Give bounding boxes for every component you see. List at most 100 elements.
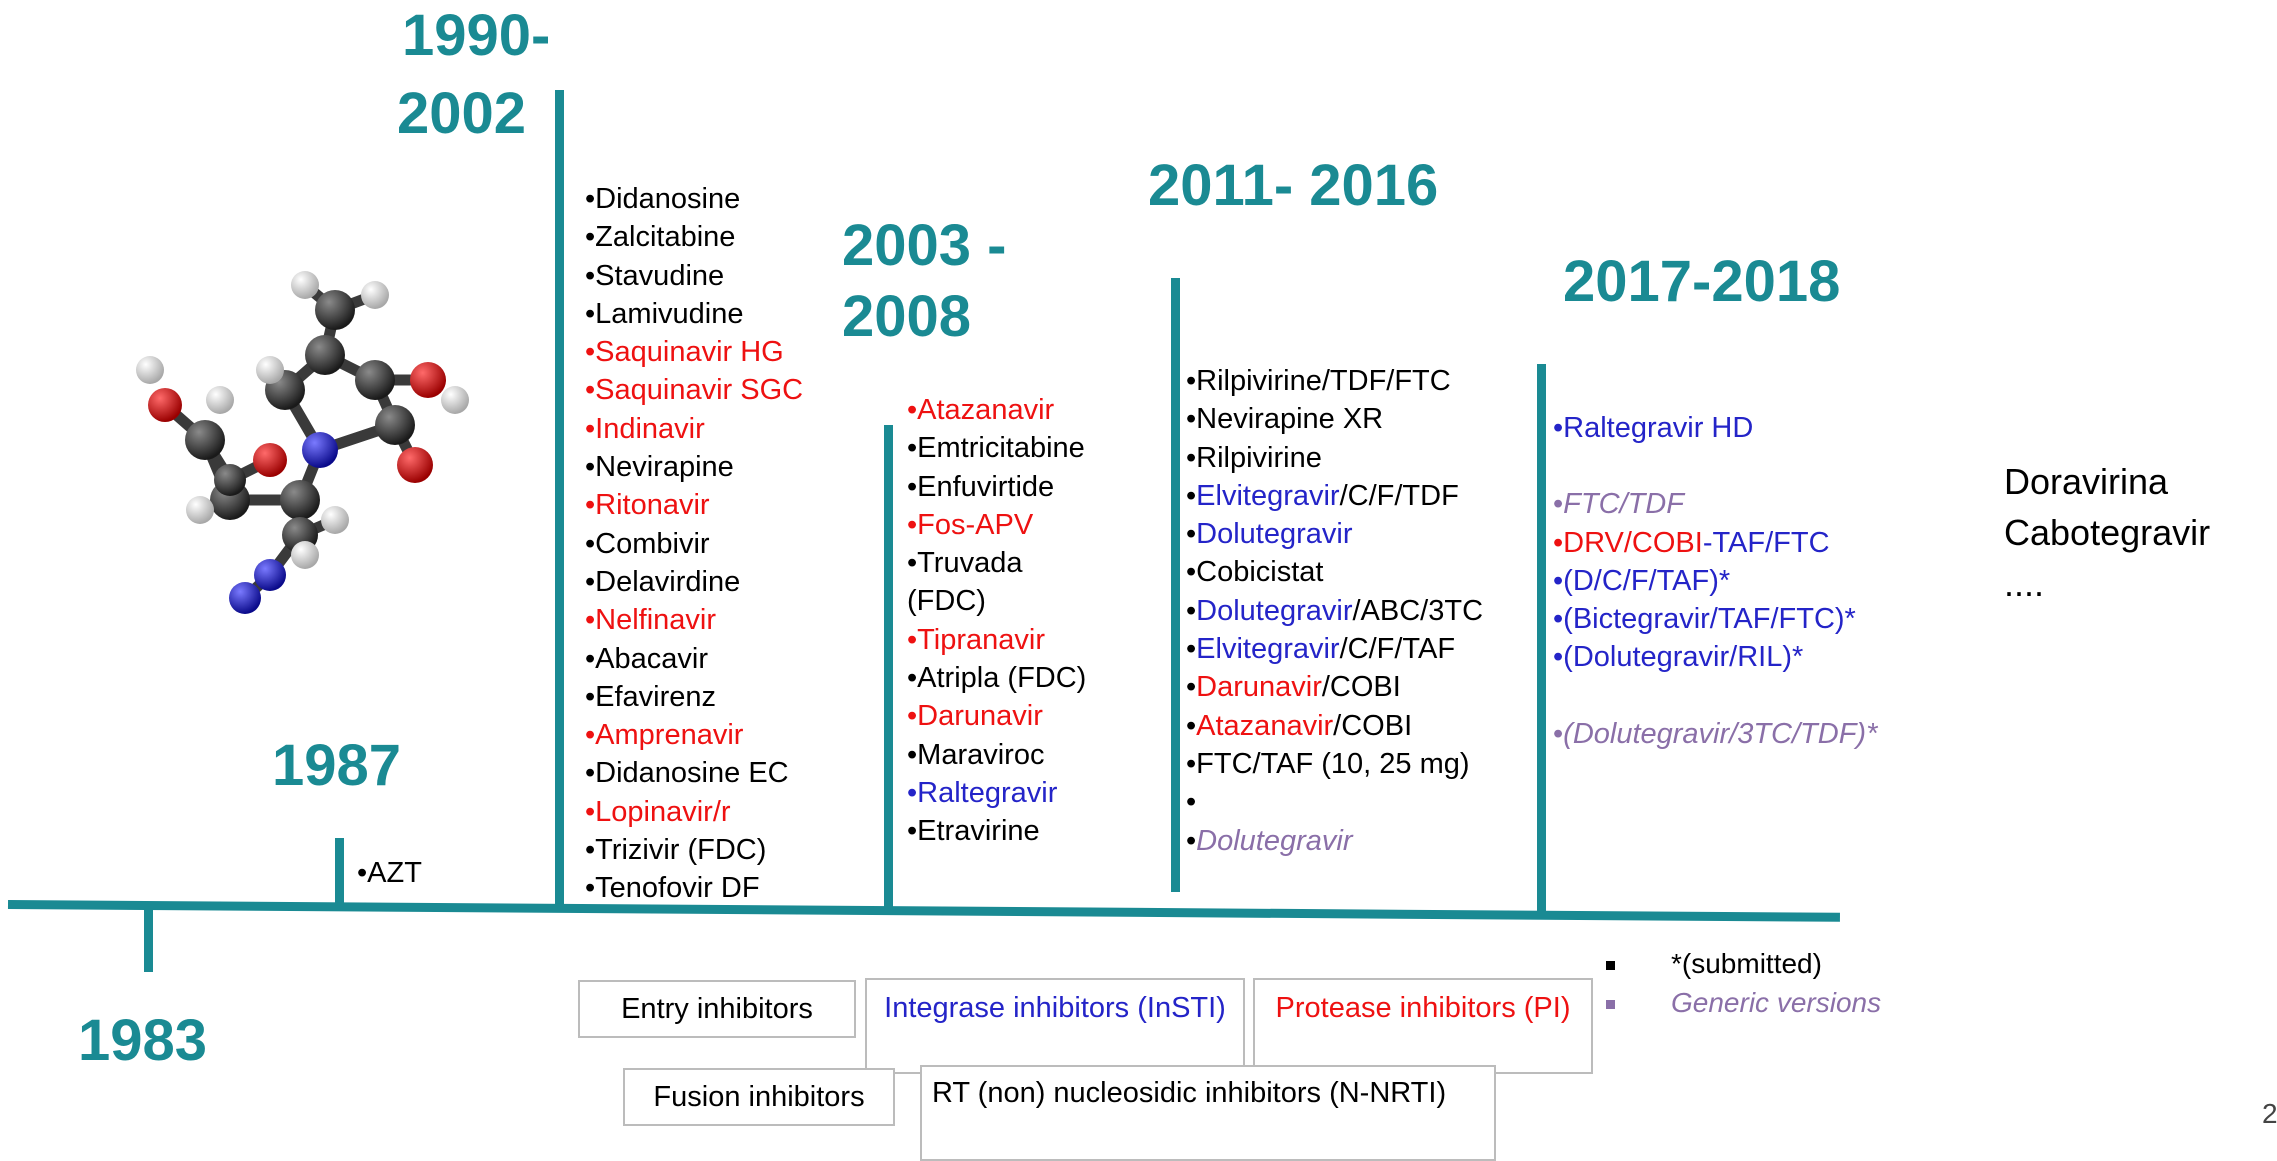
list-1987: AZT: [357, 854, 422, 892]
drug-name-part: Cobicistat: [1196, 556, 1324, 589]
drug-item: FTC/TAF (10, 25 mg): [1186, 745, 1483, 783]
drug-item: •DRV/COBI-TAF/FTC: [1553, 524, 1877, 562]
drug-name-part: Elvitegravir: [1196, 479, 1340, 512]
note-submitted: *(submitted): [1606, 948, 1822, 980]
drug-item: (Dolutegravir/RIL)*: [1553, 638, 1877, 676]
drug-name-part: (Bictegravir/TAF/FTC)*: [1563, 603, 1856, 636]
drug-name-part: /COBI: [1333, 709, 1413, 742]
year-2011: 2011- 2016: [1148, 153, 1439, 218]
drug-item: Didanosine EC: [585, 754, 803, 792]
drug-item: Raltegravir: [907, 774, 1127, 812]
marker-1987: [335, 838, 344, 908]
drug-item: Efavirenz: [585, 678, 803, 716]
drug-item: Lopinavir/r: [585, 793, 803, 831]
note-generic: Generic versions: [1606, 987, 1881, 1019]
drug-name-part: Darunavir: [1196, 671, 1322, 704]
drug-item: Rilpivirine/TDF/FTC: [1186, 362, 1483, 400]
drug-name-part: Rilpivirine: [1196, 441, 1322, 474]
list-2017-2018: Raltegravir HDFTC/TDF•DRV/COBI-TAF/FTC(D…: [1553, 409, 1877, 753]
drug-item: (D/C/F/TAF)*: [1553, 562, 1877, 600]
year-2003-bottom: 2008: [842, 284, 972, 349]
note-generic-marker: [1606, 1000, 1615, 1010]
drug-item: Abacavir: [585, 640, 803, 678]
drug-item: Saquinavir SGC: [585, 371, 803, 409]
drug-item: Didanosine: [585, 180, 803, 218]
marker-2003: [884, 425, 893, 915]
drug-name-part: Elvitegravir: [1196, 633, 1340, 666]
drug-item: Saquinavir HG: [585, 333, 803, 371]
drug-item: Atazanavir: [907, 391, 1127, 429]
marker-1990: [555, 90, 564, 910]
legend-fusion-inhibitors: Fusion inhibitors: [623, 1068, 895, 1126]
note-submitted-text: *(submitted): [1671, 948, 1822, 979]
drug-item: FTC/TDF: [1553, 485, 1877, 523]
drug-item: Elvitegravir/C/F/TAF: [1186, 630, 1483, 668]
marker-2017: [1537, 364, 1546, 914]
drug-item: Lamivudine: [585, 295, 803, 333]
year-2017: 2017-2018: [1563, 249, 1841, 314]
drug-item: [1186, 783, 1483, 821]
year-1983: 1983: [78, 1008, 208, 1073]
marker-2011: [1171, 278, 1180, 892]
drug-item: Emtricitabine: [907, 429, 1127, 467]
drug-item: Fos-APV: [907, 506, 1127, 544]
drug-item: Amprenavir: [585, 716, 803, 754]
drug-name-part: Dolutegravir: [1196, 594, 1353, 627]
drug-item: Nevirapine: [585, 448, 803, 486]
drug-item: Combivir: [585, 525, 803, 563]
drug-name-part: /C/F/TAF: [1339, 633, 1456, 666]
drug-item: Tenofovir DF: [585, 869, 803, 907]
new-drug-doravirina: Doravirina: [2004, 461, 2169, 502]
drug-name-part: DRV/COBI: [1563, 526, 1703, 559]
year-2003-top: 2003 -: [842, 213, 1007, 278]
timeline-axis: [7, 900, 1840, 922]
year-1987: 1987: [272, 733, 402, 798]
drug-item: Atazanavir/COBI: [1186, 707, 1483, 745]
bullet-marker: •: [1553, 526, 1564, 559]
drug-item: Etravirine: [907, 812, 1127, 850]
drug-item: (FDC): [907, 585, 986, 618]
drug-name-part: Dolutegravir: [1196, 518, 1353, 551]
page-number: 2: [2262, 1098, 2277, 1129]
drug-name-part: FTC/TDF: [1563, 488, 1684, 521]
drug-item: Atripla (FDC): [907, 659, 1127, 697]
new-drug-cabotegravir: Cabotegravir: [2004, 512, 2211, 553]
drug-name-part: /C/F/TDF: [1339, 479, 1459, 512]
drug-item: Rilpivirine: [1186, 439, 1483, 477]
azt-molecule-illustration: [136, 271, 469, 614]
legend-protease-label: Protease inhibitors (PI): [1275, 992, 1571, 1024]
drug-name-part: -TAF/FTC: [1702, 526, 1830, 559]
drug-item: Dolutegravir/ABC/3TC: [1186, 592, 1483, 630]
drug-item: Cobicistat: [1186, 553, 1483, 591]
drug-item: Dolutegravir: [1186, 822, 1483, 860]
drug-name-part: Rilpivirine/TDF/FTC: [1196, 365, 1451, 397]
drug-item: (Dolutegravir/3TC/TDF)*: [1553, 715, 1877, 753]
note-generic-text: Generic versions: [1671, 987, 1882, 1018]
drug-name-part: (Dolutegravir/RIL)*: [1563, 641, 1804, 674]
legend-integrase-inhibitors: Integrase inhibitors (InSTI): [865, 978, 1245, 1074]
drug-item: Delavirdine: [585, 563, 803, 601]
list-2003-2008: AtazanavirEmtricitabineEnfuvirtideFos-AP…: [907, 391, 1127, 851]
drug-name-part: Nevirapine XR: [1196, 403, 1384, 436]
drug-item: Trizivir (FDC): [585, 831, 803, 869]
drug-item: Raltegravir HD: [1553, 409, 1877, 447]
drug-item: AZT: [357, 854, 422, 892]
legend-rt-inhibitors: RT (non) nucleosidic inhibitors (N-NRTI): [920, 1065, 1496, 1161]
legend-protease-inhibitors: Protease inhibitors (PI): [1253, 978, 1593, 1074]
legend-entry-inhibitors: Entry inhibitors: [578, 980, 856, 1038]
new-drug-ellipsis: ....: [2004, 563, 2045, 604]
drug-name-part: /ABC/3TC: [1352, 594, 1484, 627]
legend-rt-label: RT (non) nucleosidic inhibitors (N-NRTI): [932, 1077, 1447, 1109]
drug-item: Dolutegravir: [1186, 515, 1483, 553]
drug-item: (Bictegravir/TAF/FTC)*: [1553, 600, 1877, 638]
marker-1983: [144, 906, 153, 972]
drug-item: Truvada: [907, 544, 1127, 582]
drug-item: Elvitegravir/C/F/TDF: [1186, 477, 1483, 515]
legend-integrase-label: Integrase inhibitors (InSTI): [884, 992, 1226, 1024]
drug-item: Darunavir: [907, 697, 1127, 735]
drug-item: Zalcitabine: [585, 218, 803, 256]
list-1990-2002: DidanosineZalcitabineStavudineLamivudine…: [585, 180, 803, 908]
new-drugs-list: Doravirina Cabotegravir ....: [2004, 456, 2210, 609]
drug-name-part: /COBI: [1321, 671, 1401, 704]
drug-name-part: Dolutegravir: [1196, 824, 1353, 857]
